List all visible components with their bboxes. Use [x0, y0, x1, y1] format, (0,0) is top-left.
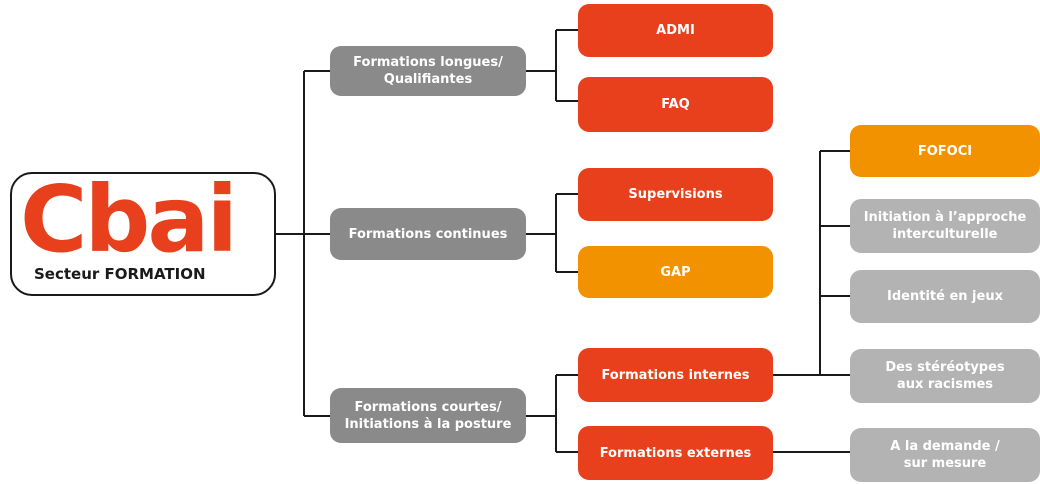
cbai-logo: Cbai Secteur FORMATION [10, 166, 276, 296]
node-formations-longues: Formations longues/ Qualifiantes [330, 46, 526, 96]
node-formations-continues: Formations continues [330, 208, 526, 260]
connector-continues [526, 193, 578, 273]
node-a-la-demande: A la demande / sur mesure [850, 428, 1040, 482]
node-admi: ADMI [578, 4, 773, 57]
connector-internes [773, 150, 850, 376]
connector-logo-trunk [276, 70, 330, 417]
logo-subtitle: Secteur FORMATION [30, 264, 210, 284]
node-identite-en-jeux: Identité en jeux [850, 270, 1040, 323]
connector-courtes [526, 374, 578, 453]
node-fofoci: FOFOCI [850, 125, 1040, 177]
node-supervisions: Supervisions [578, 168, 773, 221]
logo-wordmark: Cbai [20, 166, 238, 273]
node-formations-internes: Formations internes [578, 348, 773, 402]
connector-longues [526, 29, 578, 102]
node-formations-externes: Formations externes [578, 426, 773, 480]
node-stereotypes-racismes: Des stéréotypes aux racismes [850, 349, 1040, 403]
node-faq: FAQ [578, 77, 773, 132]
node-gap: GAP [578, 246, 773, 298]
node-initiation-interculturelle: Initiation à l’approche interculturelle [850, 199, 1040, 253]
node-formations-courtes: Formations courtes/ Initiations à la pos… [330, 388, 526, 443]
